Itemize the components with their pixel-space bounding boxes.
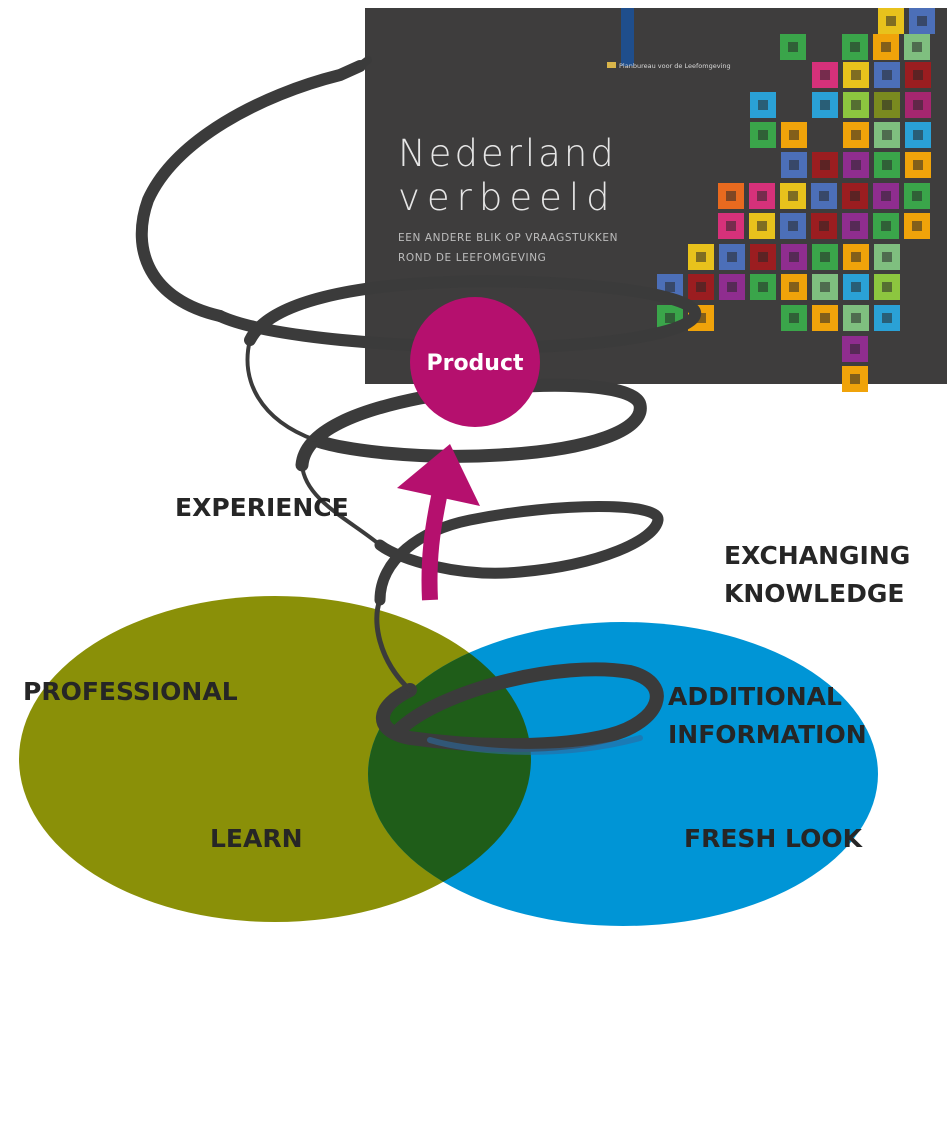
tile-glyph xyxy=(820,100,830,110)
tile-glyph xyxy=(758,282,768,292)
team-ellipses xyxy=(19,596,878,926)
tile-glyph xyxy=(881,191,891,201)
tile-glyph xyxy=(789,252,799,262)
label-experience: EXPERIENCE xyxy=(175,493,349,522)
tile-glyph xyxy=(820,313,830,323)
tile-glyph xyxy=(851,160,861,170)
label-professional: PROFESSIONAL xyxy=(23,677,238,706)
tile-glyph xyxy=(913,160,923,170)
label-exchanging-line2: KNOWLEDGE xyxy=(724,579,904,608)
tile-glyph xyxy=(851,100,861,110)
tile-glyph xyxy=(820,252,830,262)
cover-subtitle-line2: ROND DE LEEFOMGEVING xyxy=(398,252,546,264)
tile-glyph xyxy=(851,70,861,80)
arrow-shaft xyxy=(421,490,448,601)
tile-glyph xyxy=(886,16,896,26)
label-exchanging-line1: EXCHANGING xyxy=(724,541,910,570)
tile-glyph xyxy=(758,100,768,110)
tile-glyph xyxy=(727,282,737,292)
tile-glyph xyxy=(727,252,737,262)
tile-glyph xyxy=(851,252,861,262)
spiral-loop-exchanging xyxy=(214,275,701,354)
spiral-shadow-bottom xyxy=(427,735,643,755)
tile-glyph xyxy=(882,100,892,110)
logo-ribbon xyxy=(621,8,634,66)
tile-glyph xyxy=(882,313,892,323)
tile-glyph xyxy=(789,130,799,140)
tile-glyph xyxy=(820,282,830,292)
tile-glyph xyxy=(696,282,706,292)
tile-glyph xyxy=(696,252,706,262)
label-additional-line1: ADDITIONAL xyxy=(668,682,842,711)
label-visualisation-team: Visualisation team xyxy=(40,1024,396,1064)
publisher-name: Planbureau voor de Leefomgeving xyxy=(619,62,731,70)
tile-glyph xyxy=(882,70,892,80)
tile-glyph xyxy=(851,130,861,140)
tile-glyph xyxy=(788,221,798,231)
spiral-rise-2 xyxy=(300,463,382,547)
label-additional-line2: INFORMATION xyxy=(668,720,867,749)
tile-glyph xyxy=(912,191,922,201)
product-label: Product xyxy=(426,351,524,376)
cover-subtitle-line1: EEN ANDERE BLIK OP VRAAGSTUKKEN xyxy=(398,232,618,244)
tile-glyph xyxy=(881,221,891,231)
tile-glyph xyxy=(665,313,675,323)
tile-glyph xyxy=(850,191,860,201)
tile-glyph xyxy=(882,282,892,292)
growth-arrow xyxy=(397,444,480,601)
tile-glyph xyxy=(789,313,799,323)
tile-glyph xyxy=(850,221,860,231)
tile-glyph xyxy=(850,374,860,384)
tile-glyph xyxy=(881,42,891,52)
tile-glyph xyxy=(882,130,892,140)
tile-glyph xyxy=(726,221,736,231)
tile-glyph xyxy=(850,344,860,354)
tile-glyph xyxy=(913,70,923,80)
tile-glyph xyxy=(757,191,767,201)
spiral-loop-bottom xyxy=(375,662,664,753)
tile-glyph xyxy=(820,160,830,170)
tile-glyph xyxy=(788,191,798,201)
tile-glyph xyxy=(757,221,767,231)
tile-glyph xyxy=(819,221,829,231)
tile-glyph xyxy=(758,252,768,262)
label-fresh-look: FRESH LOOK xyxy=(684,824,864,853)
tile-glyph xyxy=(820,70,830,80)
tile-glyph xyxy=(788,42,798,52)
tile-glyph xyxy=(665,282,675,292)
arrow-head xyxy=(397,444,480,506)
tile-glyph xyxy=(851,282,861,292)
label-learn: LEARN xyxy=(210,824,303,853)
spiral-loop-experience xyxy=(135,60,366,322)
tile-glyph xyxy=(882,160,892,170)
tile-glyph xyxy=(789,282,799,292)
tile-glyph xyxy=(917,16,927,26)
spiral-loop-additional xyxy=(295,378,647,472)
tile-glyph xyxy=(696,313,706,323)
tile-glyph xyxy=(758,130,768,140)
spiral-rise-3 xyxy=(245,338,317,442)
tile-glyph xyxy=(913,130,923,140)
logo-emblem xyxy=(607,62,616,68)
tile-glyph xyxy=(912,42,922,52)
tile-glyph xyxy=(850,42,860,52)
cover-title-line1: Nederland xyxy=(398,132,617,175)
tile-glyph xyxy=(851,313,861,323)
label-external-line1: External xyxy=(688,981,848,1021)
spiral-tail xyxy=(356,56,372,70)
tile-glyph xyxy=(913,100,923,110)
tile-glyph xyxy=(912,221,922,231)
tile-glyph xyxy=(789,160,799,170)
cover-title-line2: verbeeld xyxy=(398,176,617,219)
tile-glyph xyxy=(819,191,829,201)
spiral-rise-1 xyxy=(374,597,413,693)
label-external-line2: expertise xyxy=(697,1029,877,1069)
tile-glyph xyxy=(882,252,892,262)
tile-glyph xyxy=(726,191,736,201)
product-circle xyxy=(410,297,540,427)
